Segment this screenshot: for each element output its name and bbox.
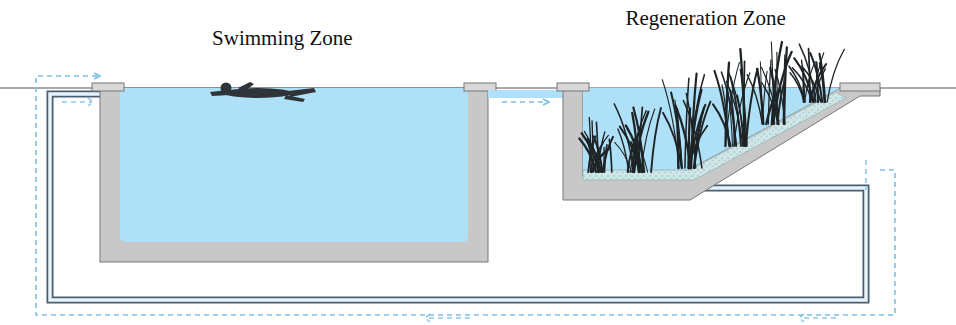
reed-blade <box>763 71 768 124</box>
reed-blade <box>690 105 705 168</box>
reed-blade <box>770 68 778 124</box>
water-flow-arrow <box>502 101 549 103</box>
swimmer-silhouette <box>210 82 316 102</box>
reed-blade <box>594 142 604 172</box>
reed-blade <box>596 122 598 172</box>
reed-blade <box>777 80 784 124</box>
reed-blade <box>618 129 629 172</box>
reed-blade <box>784 47 787 124</box>
reed-blade <box>790 73 804 102</box>
reed-blade <box>827 49 844 102</box>
zone-heading: Swimming Zone <box>209 26 356 51</box>
reed-blade <box>614 104 634 172</box>
reed-blade <box>685 78 689 168</box>
reed-blade <box>721 72 736 146</box>
water-flow-arrow <box>36 76 895 315</box>
reed-blade <box>747 75 762 124</box>
swimming-basin <box>92 83 563 262</box>
reed-blade <box>609 139 611 172</box>
reed-blade <box>714 71 729 146</box>
regeneration-basin <box>557 83 880 200</box>
reed-blade <box>820 63 825 102</box>
reed-blade <box>615 142 632 172</box>
zone-heading: Regeneration Zone <box>622 6 788 31</box>
regeneration-zone: Regeneration Zone <box>563 2 880 200</box>
swimming-zone: Swimming Zone <box>100 22 488 262</box>
reed-blade <box>746 69 758 146</box>
reed-blade <box>743 61 744 146</box>
reed-blade <box>773 52 791 124</box>
reed-blade <box>603 137 613 172</box>
reed-blade <box>639 140 643 172</box>
reed-blade <box>671 93 682 168</box>
reed-plants <box>579 42 844 172</box>
flow-arrows <box>62 98 866 322</box>
reed-blade <box>632 113 638 172</box>
reed-blade <box>651 108 661 172</box>
